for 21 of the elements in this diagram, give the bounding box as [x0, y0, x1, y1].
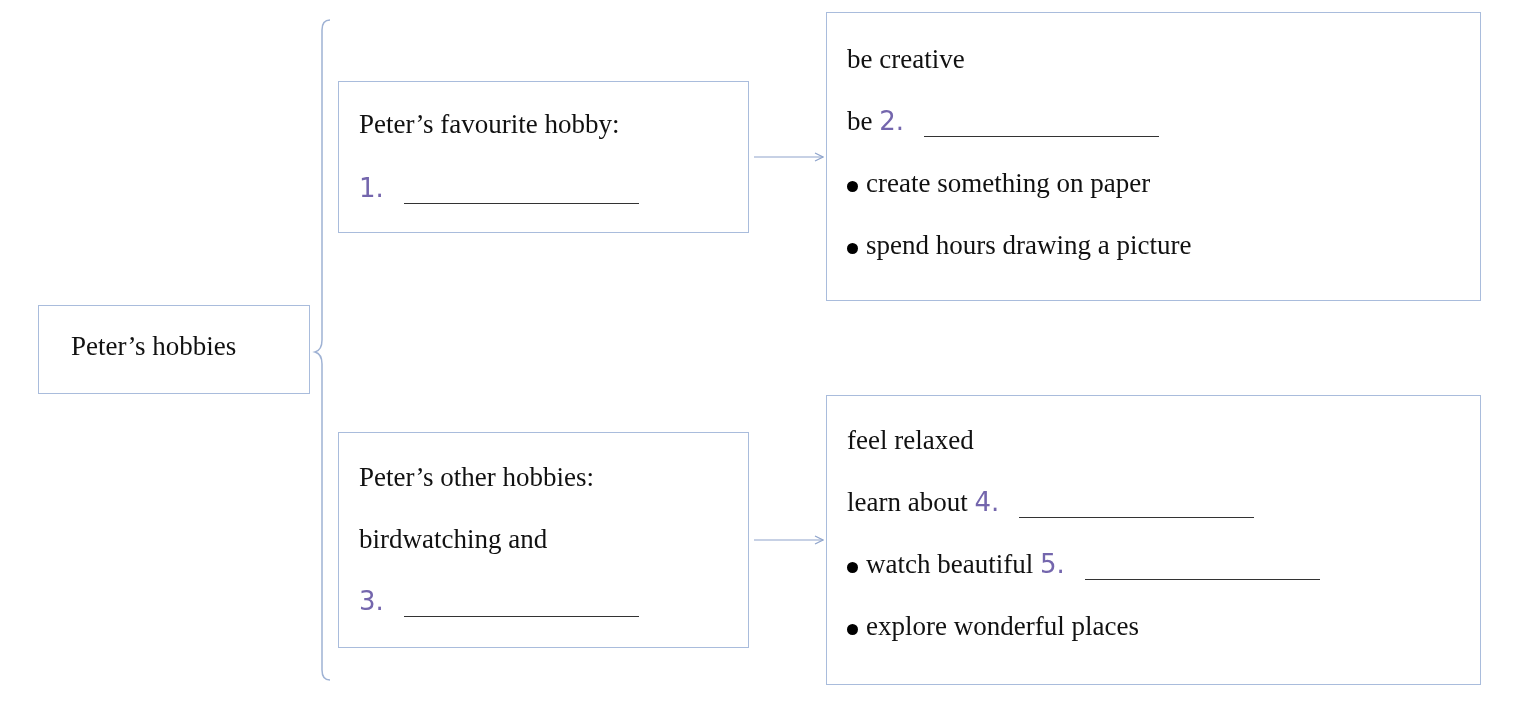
node-text: Peter’s hobbies: [71, 330, 237, 363]
text-box: [38, 305, 310, 394]
node-text: birdwatching and: [359, 522, 548, 556]
arrow: [753, 152, 824, 162]
node-text: 1.: [359, 171, 384, 205]
node-text: be 2.: [847, 104, 905, 138]
node-text: create something on paper: [866, 166, 1151, 200]
node-text: watch beautiful 5.: [866, 547, 1065, 581]
node-text: explore wonderful places: [866, 609, 1139, 643]
text-box: [826, 395, 1481, 685]
node-text: Peter’s favourite hobby:: [359, 107, 620, 141]
node-text: spend hours drawing a picture: [866, 228, 1192, 262]
node-text: learn about 4.: [847, 485, 1000, 519]
text-box: [826, 12, 1481, 301]
arrow: [753, 535, 824, 545]
text-box: [338, 432, 749, 648]
node-text: feel relaxed: [847, 423, 974, 457]
node-text: 3.: [359, 584, 384, 618]
node-text: be creative: [847, 42, 965, 76]
text-box: [338, 81, 749, 233]
node-text: Peter’s other hobbies:: [359, 460, 594, 494]
